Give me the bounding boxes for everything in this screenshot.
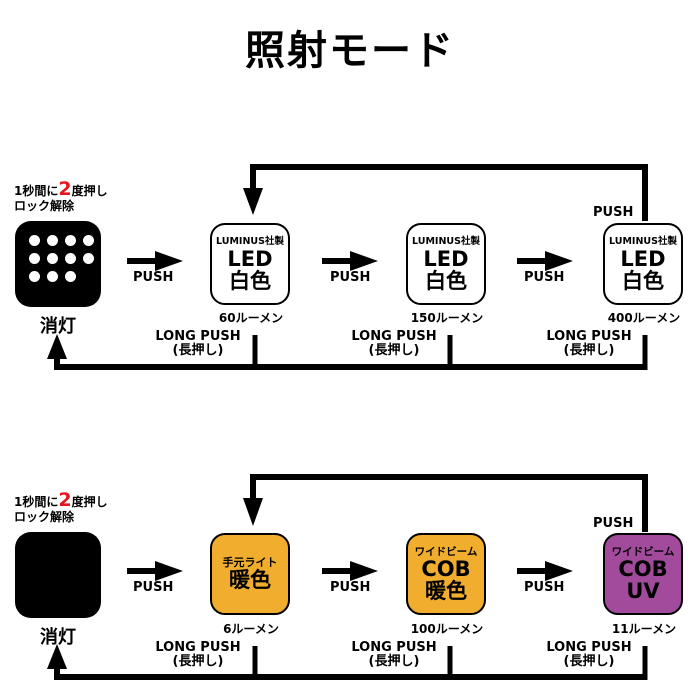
long-push-label: LONG PUSH (長押し) (339, 641, 449, 669)
push-label: PUSH (524, 270, 565, 285)
push-label: PUSH (330, 580, 371, 595)
page-title: 照射モード (245, 28, 455, 74)
long-push-return-arrow-icon (47, 644, 648, 680)
lumen-label: 100ルーメン (410, 622, 484, 636)
long-push-text: LONG PUSH (155, 640, 241, 655)
mode-main: LED (227, 247, 273, 271)
lumen-label: 6ルーメン (223, 622, 279, 636)
mode-color: 白色 (229, 269, 271, 293)
lock-release-label: ロック解除 (14, 199, 75, 213)
push-arrow-icon (127, 251, 183, 271)
mode-main: LED (620, 247, 666, 271)
push-label: PUSH (133, 580, 174, 595)
mode-box-hand-warm: 手元ライト 暖色 (210, 533, 290, 615)
lock-text-post: 度押し (71, 495, 108, 509)
push-label-loop: PUSH (593, 205, 634, 220)
mode-box-cob-uv: ワイドビーム COB UV (603, 533, 683, 615)
dot (47, 271, 58, 282)
mode-sub: LUMINUS社製 (216, 236, 284, 247)
loop-back-arrow-icon (243, 474, 648, 532)
mode-box-led-150: LUMINUS社製 LED 白色 (406, 223, 486, 305)
long-push-jp-text: (長押し) (172, 343, 224, 358)
dot (29, 235, 40, 246)
push-arrow-icon (322, 561, 378, 581)
mode-color: 白色 (622, 269, 664, 293)
mode-sub: 手元ライト (222, 556, 278, 569)
long-push-label: LONG PUSH (長押し) (534, 330, 644, 358)
mode-box-cob-warm: ワイドビーム COB 暖色 (406, 533, 486, 615)
dot (83, 235, 94, 246)
push-arrow-icon (517, 251, 573, 271)
long-push-label: LONG PUSH (長押し) (339, 330, 449, 358)
long-push-return-arrow-icon (47, 334, 648, 370)
push-label: PUSH (330, 270, 371, 285)
dot (65, 271, 76, 282)
long-push-jp-text: (長押し) (563, 654, 615, 669)
mode-color: 白色 (425, 269, 467, 293)
dot (83, 253, 94, 264)
push-arrow-icon (127, 561, 183, 581)
off-state-box (15, 221, 101, 307)
lock-release-note: 1秒間に2度押し ロック解除 (14, 491, 108, 525)
long-push-text: LONG PUSH (546, 640, 632, 655)
mode-sub: LUMINUS社製 (609, 236, 677, 247)
lock-release-note: 1秒間に2度押し ロック解除 (14, 180, 108, 214)
dot-grid-icon (29, 235, 94, 282)
lock-release-label: ロック解除 (14, 510, 75, 524)
long-push-jp-text: (長押し) (563, 343, 615, 358)
row1-connectors (47, 164, 648, 370)
mode-box-led-60: LUMINUS社製 LED 白色 (210, 223, 290, 305)
push-label-loop: PUSH (593, 516, 634, 531)
long-push-label: LONG PUSH (長押し) (534, 641, 644, 669)
long-push-text: LONG PUSH (351, 329, 437, 344)
long-push-jp-text: (長押し) (368, 343, 420, 358)
lumen-label: 11ルーメン (611, 622, 677, 636)
long-push-jp-text: (長押し) (368, 654, 420, 669)
mode-sub: LUMINUS社製 (412, 236, 480, 247)
loop-back-arrow-icon (243, 164, 648, 221)
off-label: 消灯 (40, 316, 76, 337)
long-push-label: LONG PUSH (長押し) (143, 641, 253, 669)
dot (29, 271, 40, 282)
dot (47, 253, 58, 264)
off-label: 消灯 (40, 627, 76, 648)
row2-connectors (47, 474, 648, 680)
mode-sub: ワイドビーム (414, 546, 478, 558)
long-push-jp-text: (長押し) (172, 654, 224, 669)
mode-box-led-400: LUMINUS社製 LED 白色 (603, 223, 683, 305)
lock-press-count: 2 (58, 489, 72, 511)
mode-sub: ワイドビーム (611, 546, 675, 558)
mode-main: LED (423, 247, 469, 271)
lumen-label: 400ルーメン (607, 311, 681, 325)
mode-main: COB (421, 557, 471, 581)
mode-main: 暖色 (229, 568, 271, 592)
lock-press-count: 2 (58, 178, 72, 200)
off-state-box-blank (15, 532, 101, 618)
lock-text-pre: 1秒間に (14, 495, 59, 509)
long-push-text: LONG PUSH (155, 329, 241, 344)
mode-main: COB (618, 557, 668, 581)
long-push-text: LONG PUSH (546, 329, 632, 344)
push-arrow-icon (517, 561, 573, 581)
dot (65, 253, 76, 264)
dot (65, 235, 76, 246)
long-push-text: LONG PUSH (351, 640, 437, 655)
push-label: PUSH (133, 270, 174, 285)
lumen-label: 150ルーメン (410, 311, 484, 325)
dot (47, 235, 58, 246)
long-push-label: LONG PUSH (長押し) (143, 330, 253, 358)
dot (29, 253, 40, 264)
lock-text-post: 度押し (71, 184, 108, 198)
mode-color: 暖色 (425, 579, 467, 603)
lumen-label: 60ルーメン (218, 311, 284, 325)
push-arrow-icon (322, 251, 378, 271)
mode-color: UV (626, 579, 660, 603)
push-label: PUSH (524, 580, 565, 595)
lock-text-pre: 1秒間に (14, 184, 59, 198)
